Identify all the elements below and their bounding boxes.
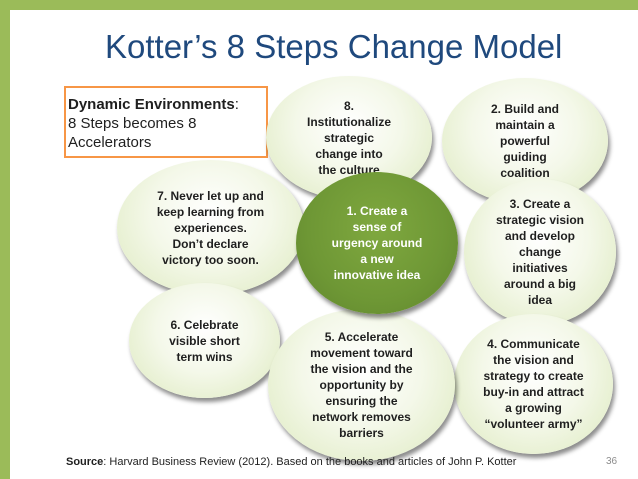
step-7-text: 7. Never let up and keep learning from e… [156, 188, 265, 267]
step-5-bubble: 5. Accelerate movement toward the vision… [268, 309, 455, 461]
step-4-bubble: 4. Communicate the vision and strategy t… [454, 314, 613, 454]
step-6-bubble: 6. Celebrate visible short term wins [129, 283, 280, 398]
callout-box: Dynamic Environments: 8 Steps becomes 8 … [64, 86, 268, 158]
top-accent-bar [0, 0, 638, 10]
step-5-text: 5. Accelerate movement toward the vision… [310, 330, 413, 440]
step-3-text: 3. Create a strategic vision and develop… [495, 197, 585, 307]
callout-heading: Dynamic Environments [68, 96, 235, 113]
slide-title: Kotter’s 8 Steps Change Model [105, 28, 563, 65]
step-2-text: 2. Build and maintain a powerful guiding… [490, 102, 559, 180]
step-6-text: 6. Celebrate visible short term wins [169, 317, 240, 364]
step-8-text: 8. Institutionalize strategic change int… [307, 98, 391, 177]
source-text: : Harvard Business Review (2012). Based … [103, 456, 517, 468]
step-7-bubble: 7. Never let up and keep learning from e… [117, 160, 304, 295]
page-number: 36 [606, 456, 618, 467]
step-4-text: 4. Communicate the vision and strategy t… [483, 337, 584, 431]
step-1-center-bubble: 1. Create a sense of urgency around a ne… [296, 172, 458, 314]
left-accent-bar [0, 0, 10, 479]
callout-text: : 8 Steps becomes 8 Accelerators [68, 96, 239, 151]
step-3-bubble: 3. Create a strategic vision and develop… [464, 179, 616, 325]
source-citation: Source: Harvard Business Review (2012). … [66, 456, 516, 468]
step-1-text: 1. Create a sense of urgency around a ne… [331, 204, 423, 282]
source-label: Source [66, 456, 104, 468]
